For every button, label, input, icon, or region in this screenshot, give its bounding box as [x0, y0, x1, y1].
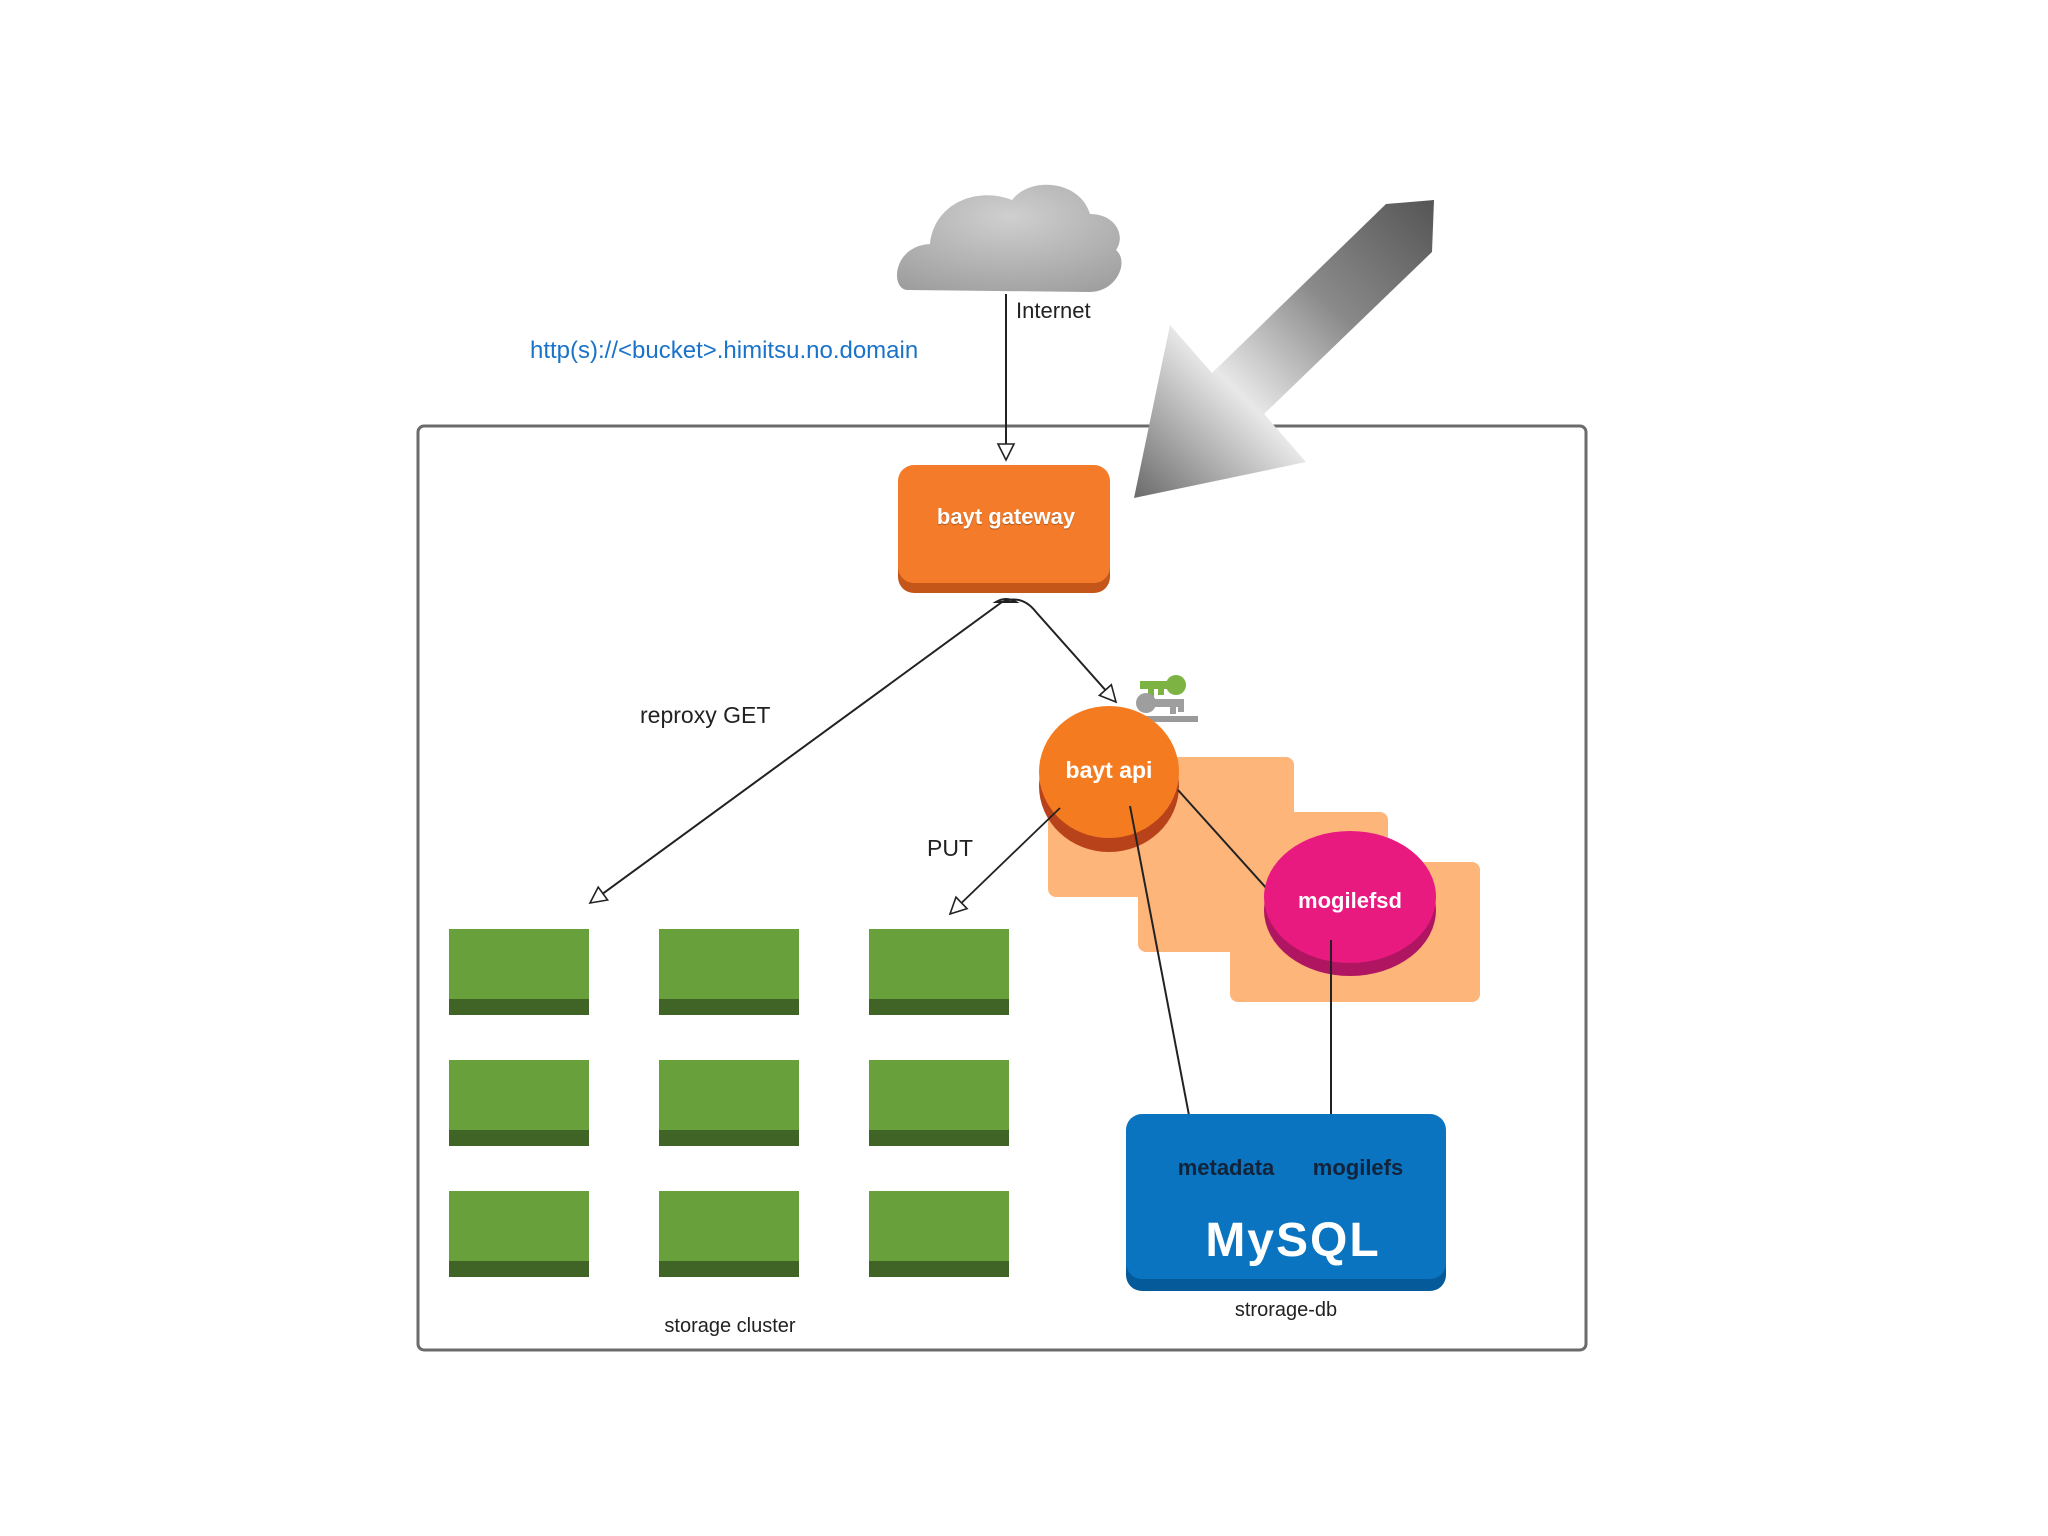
storage-node[interactable]	[449, 929, 589, 1015]
storage-node[interactable]	[869, 1191, 1009, 1277]
db-mogilefs-label: mogilefs	[1313, 1155, 1403, 1180]
bucket-url: http(s)://<bucket>.himitsu.no.domain	[530, 337, 918, 364]
storage-node[interactable]	[869, 1060, 1009, 1146]
bayt-gateway-label: bayt gateway	[937, 504, 1076, 529]
storage-db[interactable]: metadata mogilefs MySQL	[1126, 1114, 1446, 1291]
db-metadata-label: metadata	[1178, 1155, 1275, 1180]
storage-node[interactable]	[869, 929, 1009, 1015]
bayt-api[interactable]: bayt api	[1039, 706, 1179, 852]
api-to-metadata-edge	[1129, 805, 1202, 1154]
gateway-to-api-edge	[1001, 598, 1118, 704]
put-label: PUT	[927, 835, 973, 861]
system-boundary	[416, 424, 1588, 1352]
key-icon	[1126, 675, 1198, 722]
mogilefsd[interactable]: mogilefsd	[1264, 831, 1436, 976]
mysql-logo: MySQL	[1205, 1214, 1380, 1267]
arrow-pointer-icon	[1134, 200, 1434, 498]
cloud-icon	[897, 184, 1122, 292]
storage-node[interactable]	[659, 929, 799, 1015]
storage-cluster-label: storage cluster	[664, 1315, 796, 1337]
storage-node[interactable]	[449, 1060, 589, 1146]
storage-db-caption: strorage-db	[1235, 1299, 1337, 1321]
internet-label: Internet	[1016, 298, 1091, 323]
reproxy-get-label: reproxy GET	[640, 702, 770, 728]
bayt-api-label: bayt api	[1066, 757, 1153, 783]
bayt-gateway[interactable]: bayt gateway	[898, 465, 1110, 593]
storage-cluster	[449, 929, 1009, 1277]
mogilefsd-label: mogilefsd	[1298, 888, 1402, 913]
put-edge	[948, 807, 1061, 916]
reproxy-get-line	[588, 601, 1003, 905]
storage-node[interactable]	[659, 1060, 799, 1146]
storage-node[interactable]	[449, 1191, 589, 1277]
storage-node[interactable]	[659, 1191, 799, 1277]
